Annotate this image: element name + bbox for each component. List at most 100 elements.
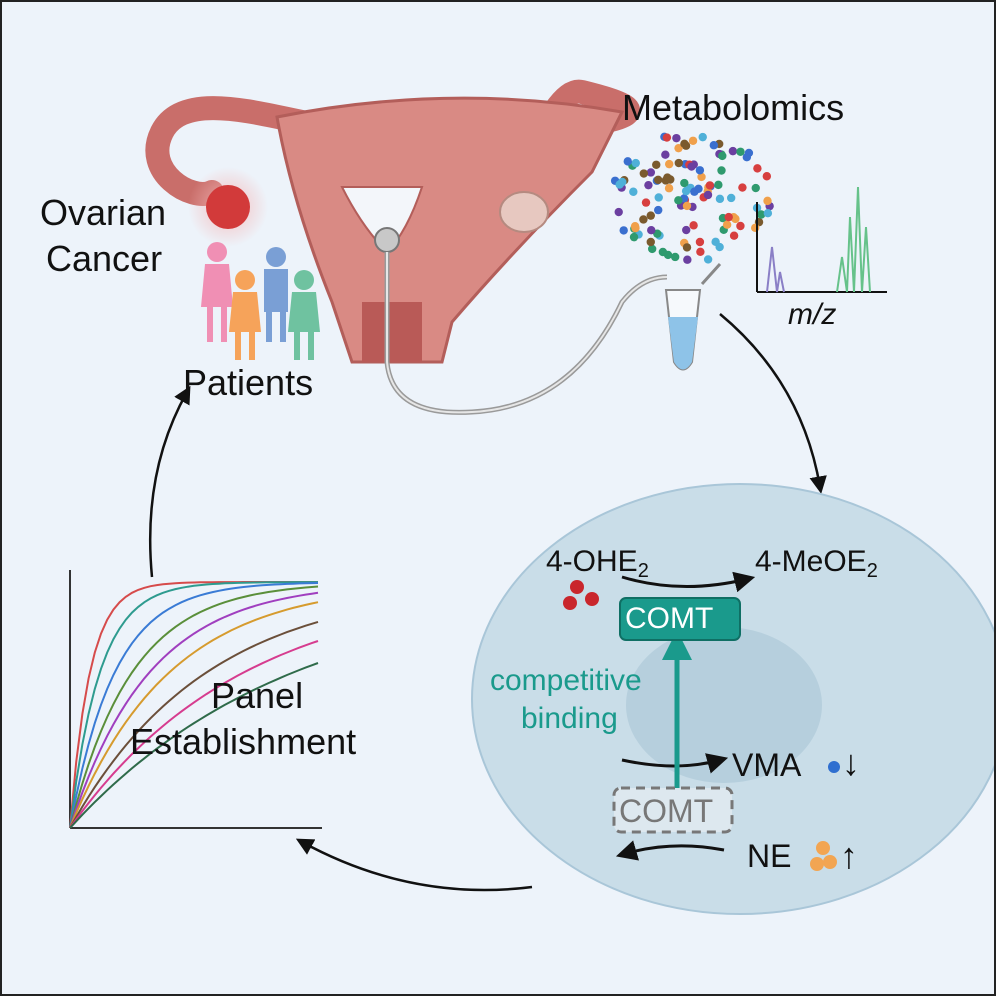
meoe-text: 4-MeOE [755, 545, 867, 578]
ne-up-arrow-icon: ↑ [840, 835, 858, 876]
metabolite-dot [682, 201, 692, 211]
metabolite-dot [663, 173, 672, 182]
metabolite-dot [763, 208, 773, 218]
metabolite-dot [664, 184, 674, 193]
ovary-icon [499, 191, 549, 233]
metabolite-dot [690, 187, 699, 196]
label-comt-inactive: COMT [619, 793, 714, 829]
metabolite-dot [680, 139, 689, 149]
vma-molecule-icon [828, 761, 840, 773]
label-panel: Panel [211, 675, 304, 716]
cycle-arrow-to-cell [719, 313, 827, 494]
uterus-icon [145, 79, 640, 364]
metabolite-dot [641, 198, 651, 207]
metabolite-dot [687, 162, 696, 171]
metabolite-dot [630, 221, 640, 231]
label-binding: binding [521, 702, 618, 735]
metabolite-dot [753, 164, 762, 173]
metabolite-dot [646, 211, 655, 220]
metabolite-dot [722, 220, 732, 229]
metabolite-dot [672, 133, 681, 143]
metabolite-dot [629, 232, 639, 242]
metabolite-dot [614, 207, 623, 217]
metabolite-dot [683, 255, 692, 264]
metabolite-dot [646, 237, 655, 247]
metabolite-dot [726, 193, 736, 203]
metabolite-dot [703, 190, 713, 200]
roc-curve [69, 581, 318, 829]
metabolite-dot [680, 178, 689, 188]
label-ne: NE [747, 838, 792, 874]
metabolite-dot [729, 231, 739, 240]
roc-curve-icon [69, 570, 322, 829]
roc-curve [69, 601, 319, 829]
metabolite-dot [718, 151, 727, 161]
metabolite-dot [695, 237, 705, 247]
label-4-ohe2: 4-OHE2 [546, 547, 649, 582]
metabolite-dot [736, 221, 745, 231]
comt-active-box [619, 597, 741, 641]
label-cancer: Cancer [46, 238, 163, 279]
label-ovarian: Ovarian [40, 192, 167, 233]
metabolite-dot [711, 237, 720, 247]
metabolite-dot [757, 210, 766, 219]
metabolite-dot [639, 169, 649, 178]
metabolite-dot [715, 194, 725, 204]
metabolite-dot [695, 166, 705, 175]
roc-curve [69, 640, 319, 829]
tube-icon [664, 262, 722, 371]
metabolite-dot [698, 132, 707, 142]
meoe-subscript: 2 [866, 560, 878, 582]
metabolite-dot [662, 133, 672, 142]
metabolite-dot [751, 183, 760, 193]
ohe-molecules-icon [563, 580, 599, 610]
metabolite-dot [652, 160, 661, 169]
roc-curve [69, 582, 319, 829]
metabolite-dot [670, 252, 680, 262]
label-metabolomics: Metabolomics [622, 87, 845, 128]
metabolite-dot [703, 255, 713, 264]
roc-curve [69, 662, 319, 829]
label-establishment: Establishment [130, 721, 357, 762]
metabolite-dot [674, 196, 683, 205]
metabolite-dot [697, 172, 706, 182]
metabolite-dot [728, 146, 738, 156]
metabolite-dot [631, 158, 640, 168]
metabolite-dot [674, 143, 683, 153]
metabolite-dot [750, 223, 760, 233]
label-mz: m/z [788, 298, 837, 331]
metabolite-dot [615, 180, 624, 189]
metabolite-dot [696, 247, 705, 256]
reaction-arrow-ne [615, 840, 725, 861]
metabolite-dot [653, 175, 663, 185]
metabolite-dot [763, 196, 772, 206]
metabolite-dot [709, 141, 719, 150]
metabolite-dot [658, 247, 668, 257]
label-4-meoe2: 4-MeOE2 [755, 545, 878, 582]
label-competitive: competitive [490, 664, 642, 697]
vma-down-arrow-icon: ↓ [842, 742, 860, 783]
reaction-arrow-vma [621, 753, 729, 774]
metabolite-dot [674, 158, 683, 168]
metabolite-dot [661, 150, 670, 159]
metabolite-dot [639, 215, 648, 224]
reaction-arrow-ohe-meoe [621, 571, 756, 593]
metabolite-dot [629, 187, 638, 196]
mass-spectrum-icon [756, 186, 887, 293]
ne-molecules-icon [810, 841, 837, 871]
metabolite-dot [682, 243, 692, 252]
label-vma: VMA [732, 747, 802, 783]
label-patients: Patients [183, 362, 314, 403]
metabolite-dot [742, 152, 752, 162]
metabolite-dot [665, 159, 674, 169]
metabolite-dot [619, 226, 628, 235]
metabolite-dot [647, 225, 656, 235]
cycle-arrow-to-panel [295, 838, 533, 892]
metabolite-dot [736, 147, 745, 156]
metabolite-dot [714, 180, 723, 190]
metabolite-dot [688, 136, 698, 145]
cycle-arrow-to-patients [148, 385, 191, 578]
metabolite-dot [724, 212, 733, 222]
